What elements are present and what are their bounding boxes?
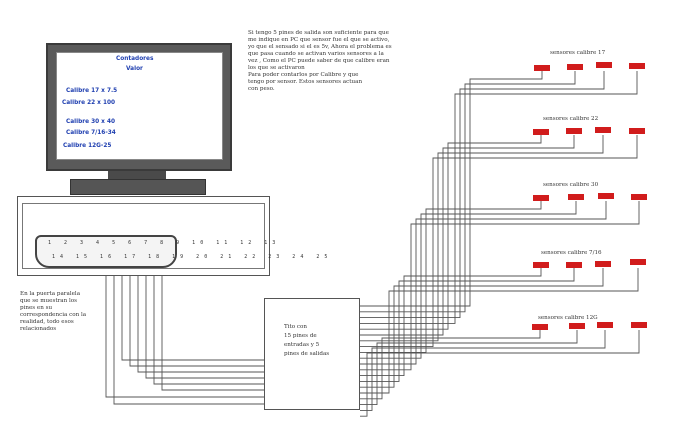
wire	[121, 262, 264, 361]
wire	[360, 330, 640, 417]
controller-line: 15 pines de	[284, 333, 317, 339]
wire	[360, 135, 638, 348]
wire	[113, 262, 264, 405]
wire	[360, 71, 576, 313]
controller-line: pines de salidas	[284, 351, 330, 357]
wire	[153, 262, 264, 385]
parallel-port-pins-bottom: 14 15 16 17 18 19 20 21 22 23 24 25	[52, 254, 333, 260]
wire	[360, 268, 575, 382]
left-note-line: pines en su	[20, 305, 53, 311]
wire	[360, 330, 541, 400]
sensor	[566, 128, 582, 134]
wire	[360, 135, 575, 336]
sensor	[533, 262, 549, 268]
wire	[360, 268, 604, 388]
sensor	[597, 322, 613, 328]
controller-line: Tito con	[284, 324, 308, 330]
screen-counter-row: Calibre 12G-25	[63, 143, 112, 149]
wire	[105, 262, 264, 398]
sensor	[596, 62, 612, 68]
left-note: En la puerta paralela que se muestran lo…	[20, 291, 86, 333]
sensor	[595, 127, 611, 133]
sensor	[630, 259, 646, 265]
top-note-line: los que se activaron	[248, 65, 305, 71]
sensor	[566, 262, 582, 268]
left-note-line: correspondencia con la	[20, 312, 87, 318]
left-note-line: realidad, todo esos	[20, 319, 74, 325]
sensor	[568, 194, 584, 200]
controller-line: entradas y 5	[284, 342, 320, 348]
top-note-line: Si tengo 5 pines de salida son suficient…	[248, 30, 389, 36]
computer-panel	[22, 203, 265, 269]
left-note-line: En la puerta paralela	[20, 291, 81, 297]
top-note: Si tengo 5 pines de salida son suficient…	[248, 30, 392, 93]
screen-counter-row: Calibre 22 x 100	[62, 100, 116, 106]
sensor	[532, 324, 548, 330]
screen-title: Contadores	[116, 56, 154, 62]
sensor-group-label: sensores calibre 17	[550, 50, 606, 56]
top-note-line: vez , Como el PC puede saber de que cali…	[248, 58, 390, 64]
wire	[360, 201, 640, 371]
screen-counter-row: Calibre 17 x 7.5	[66, 88, 118, 94]
monitor-stand-neck	[108, 171, 166, 180]
screen-counter-row: Calibre 7/16-34	[66, 130, 116, 136]
sensor-group-label: sensores calibre 22	[543, 116, 599, 122]
port-wiring	[105, 262, 264, 405]
wire	[360, 201, 577, 359]
sensor-group-label: sensores calibre 30	[543, 182, 599, 188]
top-note-line: Para poder contarlos por Calibre y que	[248, 72, 359, 78]
wire	[360, 330, 578, 406]
sensor	[534, 65, 550, 71]
left-note-line: relacionados	[20, 326, 57, 332]
wire	[360, 135, 604, 342]
sensor	[595, 261, 611, 267]
wire	[360, 268, 639, 394]
monitor-stand-base	[70, 179, 206, 195]
sensor	[631, 322, 647, 328]
screen-subtitle: Valor	[126, 66, 143, 72]
wire	[360, 201, 607, 365]
top-note-line: yo que el sensado si el es 5v, Ahora el …	[248, 44, 392, 50]
wire	[360, 71, 605, 319]
wire	[129, 262, 264, 367]
sensor-group-label: sensores calibre 7/16	[541, 250, 602, 256]
wire	[360, 71, 543, 307]
sensor	[629, 128, 645, 134]
sensor	[631, 194, 647, 200]
controller-note: Tito con 15 pines de entradas y 5 pines …	[284, 323, 329, 359]
parallel-port-connector	[35, 235, 177, 268]
top-note-line: que pasa cuando se activan varios sensor…	[248, 51, 384, 57]
sensor-wiring	[360, 71, 640, 417]
sensor	[533, 195, 549, 201]
wire	[360, 330, 606, 411]
wire	[161, 262, 264, 391]
sensor	[533, 129, 549, 135]
wire	[360, 71, 638, 324]
sensor-group-label: sensores calibre 12G	[538, 315, 598, 321]
top-note-line: tengo por sensor. Estos sensores actuan	[248, 79, 363, 85]
controller-box	[264, 298, 360, 410]
sensor	[569, 323, 585, 329]
sensor	[598, 193, 614, 199]
top-note-line: me indique en PC que sensor fue el que s…	[248, 37, 390, 43]
wire	[360, 268, 542, 377]
parallel-port-pins-top: 1 2 3 4 5 6 7 8 9 10 11 12 13	[48, 240, 281, 246]
wire	[137, 262, 264, 373]
screen-counter-row: Calibre 30 x 40	[66, 119, 116, 125]
wire	[360, 135, 542, 330]
sensor	[629, 63, 645, 69]
wire	[145, 262, 264, 379]
top-note-line: con peso.	[248, 86, 275, 92]
monitor-screen	[56, 52, 223, 160]
left-note-line: que se muestran los	[20, 298, 77, 304]
sensor	[567, 64, 583, 70]
